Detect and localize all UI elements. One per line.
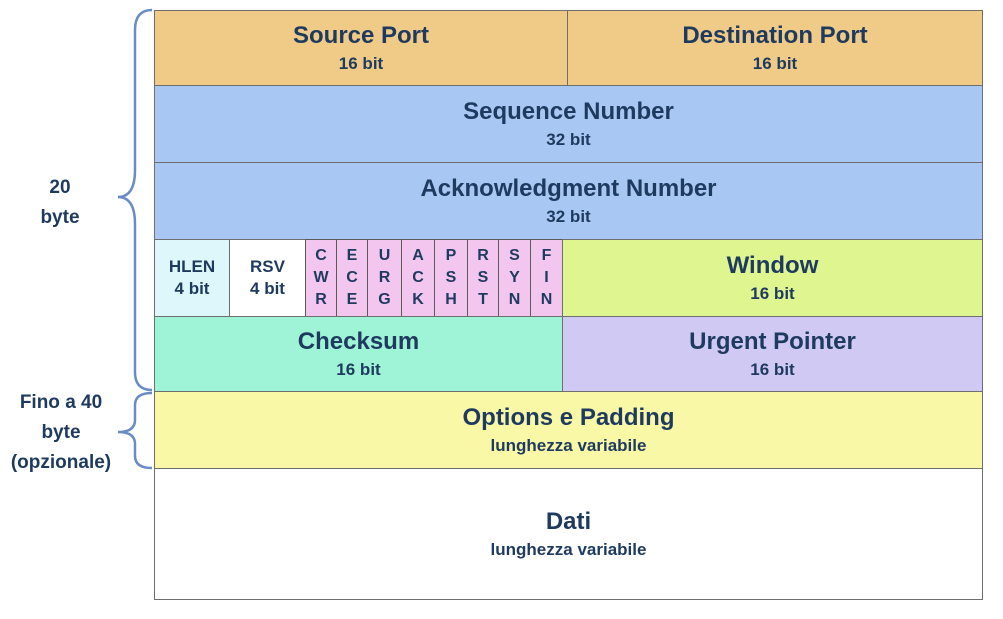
options-size-label: Fino a 40 byte (opzionale): [10, 392, 112, 473]
source-port-name: Source Port: [292, 22, 430, 49]
source-port-size: 16 bit: [338, 54, 384, 73]
rsv-size: 4 bit: [250, 279, 285, 298]
flag-letter: R: [477, 247, 489, 264]
ack-number-name: Acknowledgment Number: [420, 175, 717, 202]
sequence-number-name: Sequence Number: [463, 98, 674, 125]
flag-letter: Y: [509, 269, 520, 286]
flag-letter: S: [509, 247, 520, 264]
urgent-pointer-size: 16 bit: [750, 360, 795, 379]
flag-letter: R: [315, 291, 327, 308]
checksum-size: 16 bit: [336, 360, 381, 379]
destination-port-size: 16 bit: [752, 54, 798, 73]
rsv-field: RSV 4 bit: [229, 239, 306, 317]
data-field: Dati lunghezza variabile: [154, 468, 983, 600]
flag-letter: E: [346, 291, 358, 308]
flag-letter: K: [412, 291, 424, 308]
header-brace: [117, 8, 153, 392]
flag-letter: G: [378, 291, 391, 308]
flag-letter: F: [541, 247, 552, 264]
hlen-name: HLEN: [168, 257, 216, 276]
flag-letter: C: [412, 269, 424, 286]
header-size-label: 20 byte: [40, 177, 80, 228]
flag-letter: T: [478, 291, 488, 308]
brace-lines: [117, 8, 153, 470]
data-size: lunghezza variabile: [490, 540, 647, 559]
flag-letter: W: [313, 269, 329, 286]
flag-letter: U: [378, 247, 391, 264]
flag-letter: A: [412, 247, 424, 264]
ack-number-field: Acknowledgment Number 32 bit: [154, 162, 983, 240]
flag-letter: C: [346, 269, 358, 286]
hlen-size: 4 bit: [174, 279, 210, 298]
flag-letter: C: [315, 247, 327, 264]
window-name: Window: [726, 252, 819, 279]
options-name: Options e Padding: [462, 404, 675, 431]
destination-port-name: Destination Port: [682, 22, 868, 49]
options-size: lunghezza variabile: [490, 436, 647, 455]
flag-letter: N: [540, 291, 553, 308]
flag-letter: N: [508, 291, 521, 308]
flag-letter: E: [346, 247, 358, 264]
window-field: Window 16 bit: [562, 239, 983, 317]
hlen-field: HLEN 4 bit: [154, 239, 230, 317]
window-size: 16 bit: [750, 284, 795, 303]
urgent-pointer-field: Urgent Pointer 16 bit: [562, 316, 983, 392]
flag-letter: R: [378, 269, 391, 286]
rsv-name: RSV: [250, 257, 285, 276]
flag-letter: S: [477, 269, 489, 286]
flag-letter: I: [544, 269, 549, 286]
source-port-field: Source Port 16 bit: [154, 10, 568, 86]
checksum-name: Checksum: [297, 328, 420, 355]
destination-port-field: Destination Port 16 bit: [567, 10, 983, 86]
checksum-field: Checksum 16 bit: [154, 316, 563, 392]
ack-number-size: 32 bit: [546, 207, 591, 226]
options-field: Options e Padding lunghezza variabile: [154, 391, 983, 469]
sequence-number-field: Sequence Number 32 bit: [154, 85, 983, 163]
flag-letter: S: [445, 269, 457, 286]
options-brace: [117, 391, 153, 470]
flag-letter: H: [445, 291, 457, 308]
data-name: Dati: [545, 508, 592, 535]
sequence-number-size: 32 bit: [546, 130, 591, 149]
flag-letter: P: [445, 247, 457, 264]
urgent-pointer-name: Urgent Pointer: [689, 328, 856, 355]
